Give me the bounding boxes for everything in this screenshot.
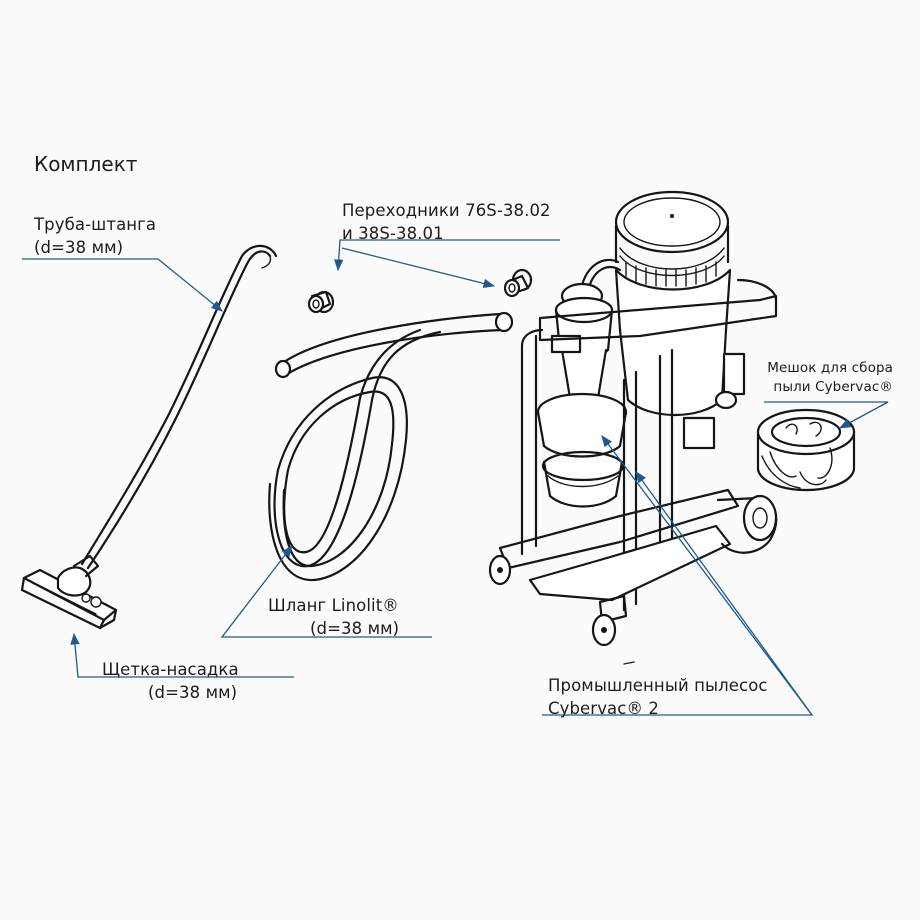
brush-label-name: Щетка-насадка: [102, 660, 239, 679]
leader-adapters-left: [334, 239, 560, 272]
leader-vacuum-b: [601, 435, 813, 716]
leader-brush: [70, 632, 294, 678]
adapter-right-illustration: [503, 268, 533, 298]
adapters-label: Переходники 76S-38.02 и 38S-38.01: [342, 199, 551, 245]
brush-label-diameter: (d=38 мм): [148, 683, 238, 702]
leader-bag: [764, 401, 889, 429]
adapter-left-illustration: [307, 290, 335, 314]
leader-lines: [22, 239, 889, 716]
adapters-label-line2: и 38S-38.01: [342, 224, 444, 243]
leader-rod: [22, 258, 223, 312]
vacuum-cleaner-illustration: [488, 190, 778, 665]
bag-label-line1: Мешок для сбора: [767, 360, 893, 376]
hose-illustration: [268, 311, 514, 582]
rod-pipe-illustration: [80, 244, 278, 570]
brush-label: Щетка-насадка (d=38 мм): [102, 658, 239, 704]
vacuum-label: Промышленный пылесос Cybervac® 2: [548, 674, 768, 720]
kit-title: Комплект: [34, 152, 138, 176]
hose-label-diameter: (d=38 мм): [310, 619, 400, 638]
brush-nozzle-illustration: [20, 554, 118, 630]
vacuum-label-model: Cybervac® 2: [548, 699, 659, 718]
hose-label: Шланг Linolit® (d=38 мм): [268, 594, 399, 640]
bag-label-line2: пыли Cybervac®: [773, 379, 893, 395]
leader-hose: [220, 545, 432, 638]
bag-label: Мешок для сбора пыли Cybervac®: [767, 359, 893, 397]
rod-label: Труба-штанга (d=38 мм): [34, 213, 156, 259]
rod-label-name: Труба-штанга: [34, 215, 157, 234]
vacuum-label-name: Промышленный пылесос: [548, 676, 768, 695]
adapters-label-line1: Переходники 76S-38.02: [342, 201, 551, 220]
hose-label-name: Шланг Linolit®: [268, 596, 399, 615]
dust-bag-illustration: [756, 408, 856, 492]
rod-label-diameter: (d=38 мм): [34, 238, 124, 257]
leader-adapters-right: [341, 247, 496, 288]
